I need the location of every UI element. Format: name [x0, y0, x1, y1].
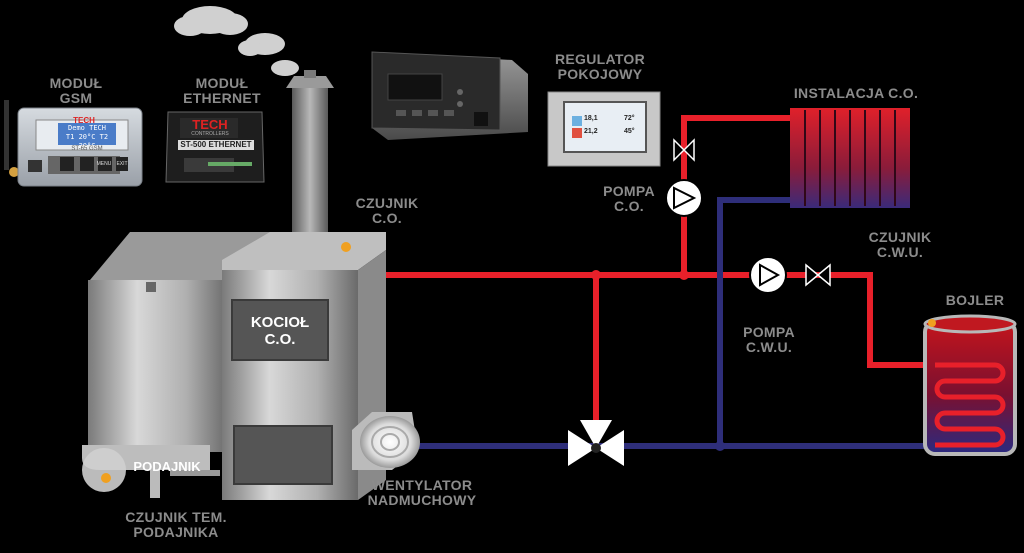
valve-co	[673, 138, 695, 162]
room-value-4: 45°	[624, 128, 635, 135]
mixing-valve	[568, 420, 624, 466]
ethernet-brand-sub: CONTROLLERS	[191, 131, 229, 137]
hot-radiator-riser	[681, 115, 793, 278]
gsm-brand: TECH	[73, 116, 95, 125]
boiler-sensor-dot	[341, 242, 351, 252]
ethernet-module	[165, 111, 265, 183]
ethernet-brand: TECH	[192, 117, 228, 132]
fan	[352, 412, 420, 470]
valve-cwu	[805, 263, 831, 287]
pipe-junctions	[591, 270, 725, 451]
ethernet-model: ST-500 ETHERNET	[180, 140, 252, 149]
hot-cwu-pipe	[867, 272, 938, 368]
gsm-exit-button: EXIT	[116, 161, 128, 167]
label-instalacja-co: INSTALACJA C.O.	[793, 85, 919, 101]
gsm-module	[4, 100, 143, 187]
gsm-menu-button: MENU	[96, 161, 112, 167]
pipes	[382, 115, 938, 449]
tank-sensor-dot	[928, 319, 936, 327]
label-podajnik: PODAJNIK	[133, 459, 201, 474]
cold-radiator-return	[717, 197, 793, 449]
pump-co	[665, 179, 703, 217]
hot-water-tank	[923, 314, 1017, 456]
smoke-clouds	[174, 6, 299, 76]
label-bojler: BOJLER	[945, 292, 1005, 308]
chimney	[286, 70, 334, 260]
feeder-sensor-dot	[101, 473, 111, 483]
gsm-screen: Demo TECH T1 20°C T2 20°C	[65, 124, 109, 150]
room-regulator	[547, 91, 661, 167]
room-value-1: 18,1	[584, 115, 598, 122]
feeder	[82, 445, 220, 498]
label-czujnik-podajnika: CZUJNIK TEM.PODAJNIKA	[125, 509, 227, 540]
room-value-2: 72°	[624, 115, 635, 122]
gsm-model: ST-65 GSM	[71, 146, 103, 152]
main-regulator	[371, 51, 528, 140]
pump-cwu	[749, 256, 787, 294]
radiator	[790, 108, 910, 208]
room-value-3: 21,2	[584, 128, 598, 135]
